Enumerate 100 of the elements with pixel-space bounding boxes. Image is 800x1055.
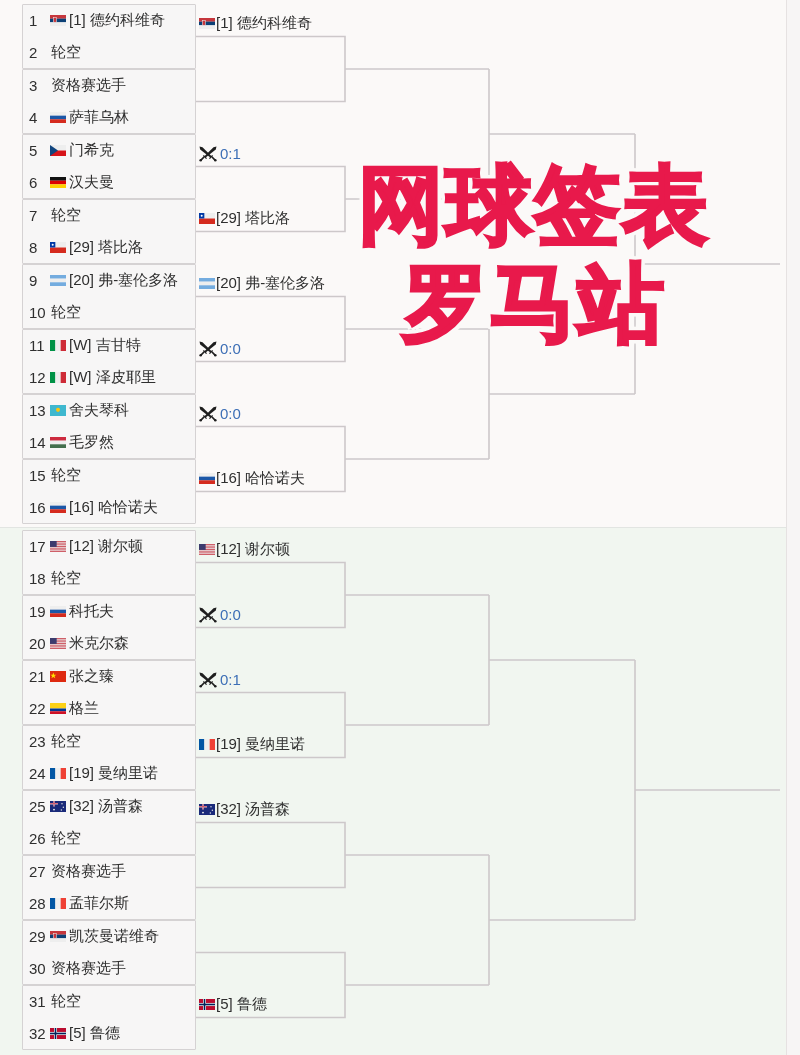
player-name: [16] 哈恰诺夫 — [69, 497, 159, 517]
draw-number: 24 — [29, 764, 47, 782]
draw-number: 12 — [29, 368, 47, 386]
draw-number: 25 — [29, 798, 47, 816]
player-name: 轮空 — [51, 42, 81, 62]
player-name: 轮空 — [51, 828, 81, 848]
draw-number: 31 — [29, 993, 47, 1011]
match-card — [22, 595, 196, 660]
draw-number: 3 — [29, 77, 39, 95]
draw-number: 6 — [29, 173, 39, 191]
player-name: [19] 曼纳里诺 — [69, 763, 159, 783]
match-card — [22, 855, 196, 920]
bracket-line — [195, 295, 346, 363]
match-card — [22, 4, 196, 69]
match-card — [22, 394, 196, 459]
player-name: [5] 鲁德 — [69, 1023, 120, 1043]
player-name: [29] 塔比洛 — [216, 209, 291, 228]
player-name: 格兰 — [69, 698, 99, 718]
match-score: 0:0 — [220, 405, 241, 422]
player-name: [29] 塔比洛 — [69, 237, 144, 257]
match-card — [22, 459, 196, 524]
player-name: 轮空 — [51, 732, 81, 752]
match-card — [22, 329, 196, 394]
player-name: 汉夫曼 — [69, 172, 114, 192]
match-card — [22, 985, 196, 1050]
draw-number: 15 — [29, 467, 47, 485]
player-name: 凯茨曼诺维奇 — [69, 927, 159, 947]
match-card — [22, 660, 196, 725]
player-name: [16] 哈恰诺夫 — [216, 469, 306, 488]
player-name: 毛罗然 — [69, 432, 114, 452]
draw-number: 27 — [29, 863, 47, 881]
match-card — [22, 134, 196, 199]
draw-number: 9 — [29, 272, 39, 290]
match-score: 0:1 — [220, 145, 241, 162]
draw-number: 17 — [29, 538, 47, 556]
player-name: 轮空 — [51, 206, 81, 226]
match-card — [22, 790, 196, 855]
player-name: 资格赛选手 — [51, 958, 126, 978]
draw-number: 32 — [29, 1024, 47, 1042]
bracket-line — [195, 35, 346, 103]
player-name: [20] 弗-塞伦多洛 — [216, 274, 326, 293]
draw-number: 8 — [29, 238, 39, 256]
draw-number: 26 — [29, 829, 47, 847]
draw-number: 11 — [29, 337, 46, 355]
player-name: 张之臻 — [69, 667, 114, 687]
player-name: 资格赛选手 — [51, 76, 126, 96]
bracket-line — [195, 425, 346, 493]
match-score: 0:0 — [220, 606, 241, 623]
player-name: 孟菲尔斯 — [69, 893, 129, 913]
draw-number: 21 — [29, 668, 47, 686]
player-name: [12] 谢尔顿 — [216, 540, 291, 559]
player-name: [19] 曼纳里诺 — [216, 735, 306, 754]
player-name: 轮空 — [51, 568, 81, 588]
draw-number: 23 — [29, 733, 47, 751]
player-name: [12] 谢尔顿 — [69, 537, 144, 557]
bracket-line — [195, 165, 346, 233]
bracket-line — [195, 561, 346, 629]
player-name: 轮空 — [51, 466, 81, 486]
player-name: [W] 泽皮耶里 — [69, 367, 156, 387]
match-card — [22, 69, 196, 134]
draw-number: 16 — [29, 498, 47, 516]
player-name: [5] 鲁德 — [216, 995, 267, 1014]
draw-number: 13 — [29, 402, 47, 420]
player-name: [32] 汤普森 — [216, 800, 291, 819]
player-name: [32] 汤普森 — [69, 797, 144, 817]
bracket-line — [195, 821, 346, 889]
draw-number: 20 — [29, 634, 47, 652]
player-name: 轮空 — [51, 992, 81, 1012]
bracket-line — [195, 691, 346, 759]
draw-number: 29 — [29, 928, 47, 946]
draw-number: 30 — [29, 959, 47, 977]
match-score: 0:1 — [220, 671, 241, 688]
draw-number: 2 — [29, 43, 39, 61]
match-card — [22, 725, 196, 790]
player-name: 资格赛选手 — [51, 862, 126, 882]
player-name: 门希克 — [69, 141, 114, 161]
match-score: 0:0 — [220, 340, 241, 357]
draw-number: 10 — [29, 303, 47, 321]
player-name: 米克尔森 — [69, 633, 129, 653]
draw-number: 14 — [29, 433, 47, 451]
title: 网球签表罗马站 — [357, 156, 711, 352]
player-name: 萨菲乌林 — [69, 107, 129, 127]
player-name: [1] 德约科维奇 — [216, 14, 312, 33]
match-card — [22, 264, 196, 329]
match-card — [22, 199, 196, 264]
player-name: 科托夫 — [69, 602, 114, 622]
player-name: [20] 弗-塞伦多洛 — [69, 271, 179, 291]
player-name: 舍夫琴科 — [69, 401, 129, 421]
match-card — [22, 530, 196, 595]
draw-number: 28 — [29, 894, 47, 912]
draw-number: 22 — [29, 699, 47, 717]
draw-number: 18 — [29, 569, 47, 587]
bracket-line — [195, 951, 346, 1019]
player-name: [1] 德约科维奇 — [69, 11, 165, 31]
draw-number: 19 — [29, 603, 47, 621]
draw-number: 5 — [29, 142, 39, 160]
player-name: [W] 吉甘特 — [69, 336, 141, 356]
match-card — [22, 920, 196, 985]
draw-number: 1 — [29, 12, 39, 30]
draw-number: 7 — [29, 207, 39, 225]
